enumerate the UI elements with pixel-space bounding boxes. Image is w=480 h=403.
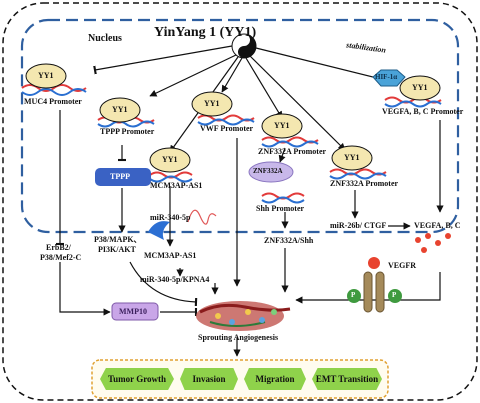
sprouting-angiogenesis-label: Sprouting Angiogenesis xyxy=(198,333,279,342)
p38-label-2: PI3K/AKT xyxy=(98,245,136,254)
znf332a-label: ZNF332A xyxy=(253,167,283,175)
vwf-promoter-label: VWF Promoter xyxy=(200,124,254,133)
yy1-mcm3ap xyxy=(149,147,191,173)
arrow-tppp xyxy=(149,54,237,97)
mcm3ap-as1-label: MCM3AP-AS1 xyxy=(150,181,203,190)
arrow-znf-left xyxy=(245,57,283,119)
mir26-ctgf-label: miR-26b/ CTGF xyxy=(330,221,387,230)
arrow-znf-shh xyxy=(278,147,286,163)
muc4-promoter-label: MUC4 Promoter xyxy=(24,97,82,106)
hif-1a-label: HIF-1α xyxy=(375,73,398,81)
mcm3ap-as1-lower-label: MCM3AP-AS1 xyxy=(144,251,197,260)
outcome-emt-transition: EMT Transition xyxy=(312,368,382,390)
znf332a-shh-label: ZNF332A/Shh xyxy=(264,236,314,245)
yy1-vegfa xyxy=(399,75,441,101)
erbb2-label-1: ErbB2/ xyxy=(46,243,71,252)
inhibit-arrow-muc4 xyxy=(93,45,233,75)
yy1-muc4-label: YY1 xyxy=(38,71,54,80)
arrow-znf-right xyxy=(249,55,346,151)
yy1-znf-right xyxy=(331,145,373,171)
yy1-vegfa-label: YY1 xyxy=(412,83,428,92)
erbb2-label-2: P38/Mef2-C xyxy=(40,253,82,262)
phospho-left xyxy=(347,289,361,303)
yy1-znf-left-label: YY1 xyxy=(274,121,290,130)
vegfabc-label: VEGFA, B, C xyxy=(414,221,461,230)
nucleus-label: Nucleus xyxy=(88,33,122,44)
yy1-vwf xyxy=(191,91,233,117)
outcome-migration: Migration xyxy=(244,368,306,390)
p38-label-1: P38/MAPK、 xyxy=(94,235,142,244)
vegfr-receptor xyxy=(347,257,402,313)
znf332a-promoter-right-label: ZNF332A Promoter xyxy=(330,179,399,188)
outcome-invasion: Invasion xyxy=(180,368,238,390)
yy1-tppp-label: YY1 xyxy=(112,105,128,114)
outcome-tumor-growth: Tumor Growth xyxy=(100,368,174,390)
rna-squiggle xyxy=(187,209,217,225)
yy1-tppp xyxy=(99,97,141,123)
yy1-znf-right-label: YY1 xyxy=(344,153,360,162)
arrow-erbb2-mmp10 xyxy=(59,262,111,316)
hif-1a-shape xyxy=(372,69,406,87)
inhibit-p38-sprout xyxy=(129,261,198,307)
vegfr-label: VEGFR xyxy=(388,261,416,270)
nucleus-boundary xyxy=(20,18,460,234)
mmp10-label: MMP10 xyxy=(119,307,147,316)
yy1-muc4 xyxy=(25,63,67,89)
tppp-label: TPPP xyxy=(110,172,130,181)
yy1-znf-left xyxy=(261,113,303,139)
znf332a-shape xyxy=(248,161,294,183)
vegf-dots xyxy=(415,233,451,253)
mir340-label: miR-340-5p xyxy=(150,213,191,222)
mmp10-box xyxy=(111,302,159,321)
arrow-vegfa xyxy=(255,47,386,82)
mir340-kpna4-label: miR-340-5p/KPNA4 xyxy=(140,275,210,284)
yy1-proteins xyxy=(25,63,441,173)
arrow-vwf xyxy=(221,57,243,93)
shh-promoter-label: Shh Promoter xyxy=(256,204,305,213)
phospho-right xyxy=(388,289,402,303)
znf332a-promoter-left-label: ZNF332A Promoter xyxy=(258,147,327,156)
phospho-right-label: P xyxy=(392,291,397,299)
yy1-vwf-label: YY1 xyxy=(204,99,220,108)
tppp-box xyxy=(95,168,151,186)
arrow-vegfr-sprout xyxy=(295,272,441,304)
tppp-promoter-label: TPPP Promoter xyxy=(100,127,155,136)
sprouting-vessels-image xyxy=(196,301,291,331)
yy1-mcm3ap-label: YY1 xyxy=(162,155,178,164)
vegfa-promoter-label: VEGFA, B, C Promoter xyxy=(382,107,464,116)
mir340-blob xyxy=(148,221,170,240)
yin-yang-icon xyxy=(231,33,257,59)
phospho-left-label: P xyxy=(351,291,356,299)
title: YinYang 1 (YY1) xyxy=(154,25,257,40)
